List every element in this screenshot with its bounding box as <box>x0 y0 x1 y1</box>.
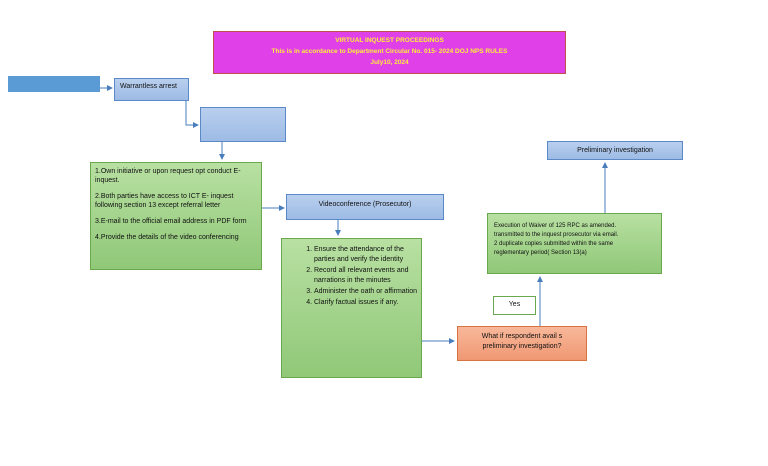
preliminary-investigation-box: Preliminary investigation <box>547 141 683 160</box>
blank-process-box <box>200 107 286 142</box>
waiver-line-4: reglementary period( Section 13(a) <box>494 250 587 256</box>
prosecutor-steps-list: Ensure the attendance of the parties and… <box>288 245 417 308</box>
waiver-line-3: 2 duplicate copies submitted within the … <box>494 241 614 247</box>
prosecutor-steps-box: Ensure the attendance of the parties and… <box>281 238 422 378</box>
warrantless-arrest-label: Warrantless arrest <box>120 83 177 90</box>
waiver-line-1: Execution of Waiver of 125 RPC as amende… <box>494 223 617 229</box>
yes-label: Yes <box>508 301 521 308</box>
question-line-2: preliminary investigation? <box>482 343 562 350</box>
initiative-item-2: 2.Both parties have access to ICT E- inq… <box>95 193 234 209</box>
waiver-line-2: transmitted to the inquest prosecutor vi… <box>494 232 619 238</box>
preliminary-investigation-label: Preliminary investigation <box>577 147 653 154</box>
warrantless-arrest-box: Warrantless arrest <box>114 78 189 101</box>
initiative-item-3: 3.E-mail to the official email address i… <box>95 218 247 225</box>
start-bar <box>8 76 100 92</box>
initiative-item-1: 1.Own initiative or upon request opt con… <box>95 168 241 184</box>
initiative-box: 1.Own initiative or upon request opt con… <box>90 162 262 270</box>
initiative-item-4: 4.Provide the details of the video confe… <box>95 234 239 241</box>
title-line-2: This is in accordance to Department Circ… <box>271 48 508 55</box>
prosecutor-step-2: Record all relevant events and narration… <box>314 266 417 286</box>
prosecutor-step-1: Ensure the attendance of the parties and… <box>314 245 417 265</box>
arrow-warrantless-to-blank <box>185 101 199 128</box>
prosecutor-step-4: Clarify factual issues if any. <box>314 298 417 308</box>
question-box: What if respondent avail s preliminary i… <box>457 326 587 361</box>
waiver-box: Execution of Waiver of 125 RPC as amende… <box>487 213 662 274</box>
title-line-1: VIRTUAL INQUEST PROCEEDINGS <box>335 37 444 44</box>
yes-box: Yes <box>493 296 536 315</box>
question-line-1: What if respondent avail s <box>481 333 563 340</box>
videoconference-box: Videoconference (Prosecutor) <box>286 194 444 220</box>
prosecutor-step-3: Administer the oath or affirmation <box>314 287 417 297</box>
title-banner: VIRTUAL INQUEST PROCEEDINGS This is in a… <box>213 31 566 74</box>
title-line-3: July10, 2024 <box>370 59 409 66</box>
videoconference-label: Videoconference (Prosecutor) <box>318 201 412 208</box>
